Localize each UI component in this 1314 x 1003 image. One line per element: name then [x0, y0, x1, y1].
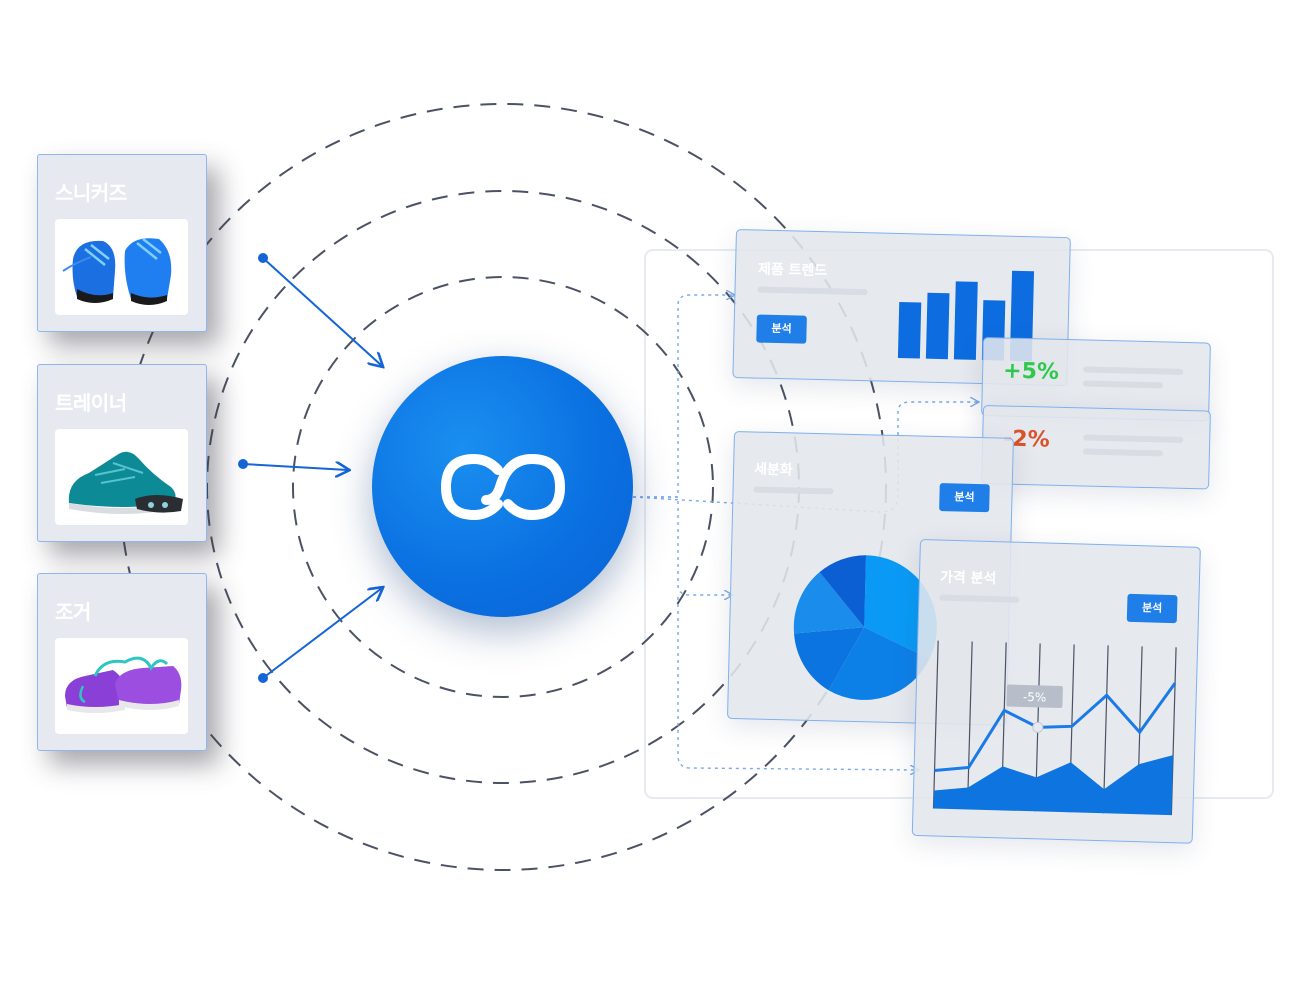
- placeholder-line: [939, 594, 1020, 603]
- product-card-sneakers[interactable]: 스니커즈: [37, 154, 207, 332]
- product-card-trainers[interactable]: 트레이너: [37, 364, 207, 542]
- price-line-chart: -5%: [932, 640, 1177, 816]
- placeholder-line: [1083, 434, 1184, 443]
- placeholder-line: [1083, 366, 1184, 375]
- area-series: [933, 755, 1174, 816]
- panel-title: 가격 분석: [939, 569, 997, 588]
- teal-trainer-image: [55, 429, 188, 525]
- output-link-segment: [633, 496, 732, 595]
- placeholder-line: [1082, 380, 1163, 389]
- product-title: 트레이너: [55, 391, 127, 415]
- blue-sneaker-image: [55, 219, 188, 315]
- output-link-price: [677, 597, 918, 770]
- metric-decrease-panel: -2%: [981, 405, 1211, 490]
- pie-slice-5: [819, 555, 867, 628]
- input-arrow-1: [262, 257, 382, 366]
- product-title: 조거: [55, 600, 91, 624]
- input-arrow-3: [262, 588, 382, 679]
- line-series: [934, 682, 1177, 772]
- product-title: 스니커즈: [55, 181, 127, 205]
- price-analysis-panel: 가격 분석 분석 -5%: [911, 539, 1201, 844]
- bar-1: [897, 302, 922, 359]
- inner-ring: [292, 276, 714, 698]
- placeholder-line: [1082, 448, 1163, 457]
- purple-jogger-image: [55, 638, 188, 734]
- bar-3: [953, 281, 978, 360]
- hub-circle: [372, 356, 633, 617]
- tooltip-text: -5%: [1023, 690, 1047, 705]
- analyze-button[interactable]: 분석: [939, 483, 990, 513]
- bar-2: [925, 292, 950, 360]
- tooltip-box: [1006, 684, 1063, 708]
- infinity-logo-icon: [440, 453, 566, 521]
- input-arrow-2: [242, 464, 348, 470]
- analyze-button[interactable]: 분석: [756, 314, 807, 344]
- panel-title: 세분화: [753, 461, 793, 479]
- highlight-point: [1032, 721, 1044, 733]
- placeholder-line: [757, 286, 868, 296]
- pie-slice-4: [793, 572, 865, 634]
- analyze-button[interactable]: 분석: [1126, 593, 1178, 624]
- product-card-joggers[interactable]: 조거: [37, 573, 207, 751]
- placeholder-line: [753, 486, 834, 495]
- panel-title: 제품 트렌드: [757, 261, 828, 280]
- output-link-trend: [633, 295, 734, 498]
- pie-slice-2: [828, 627, 930, 700]
- metric-value: +5%: [1002, 358, 1060, 385]
- pie-slice-3: [794, 627, 865, 691]
